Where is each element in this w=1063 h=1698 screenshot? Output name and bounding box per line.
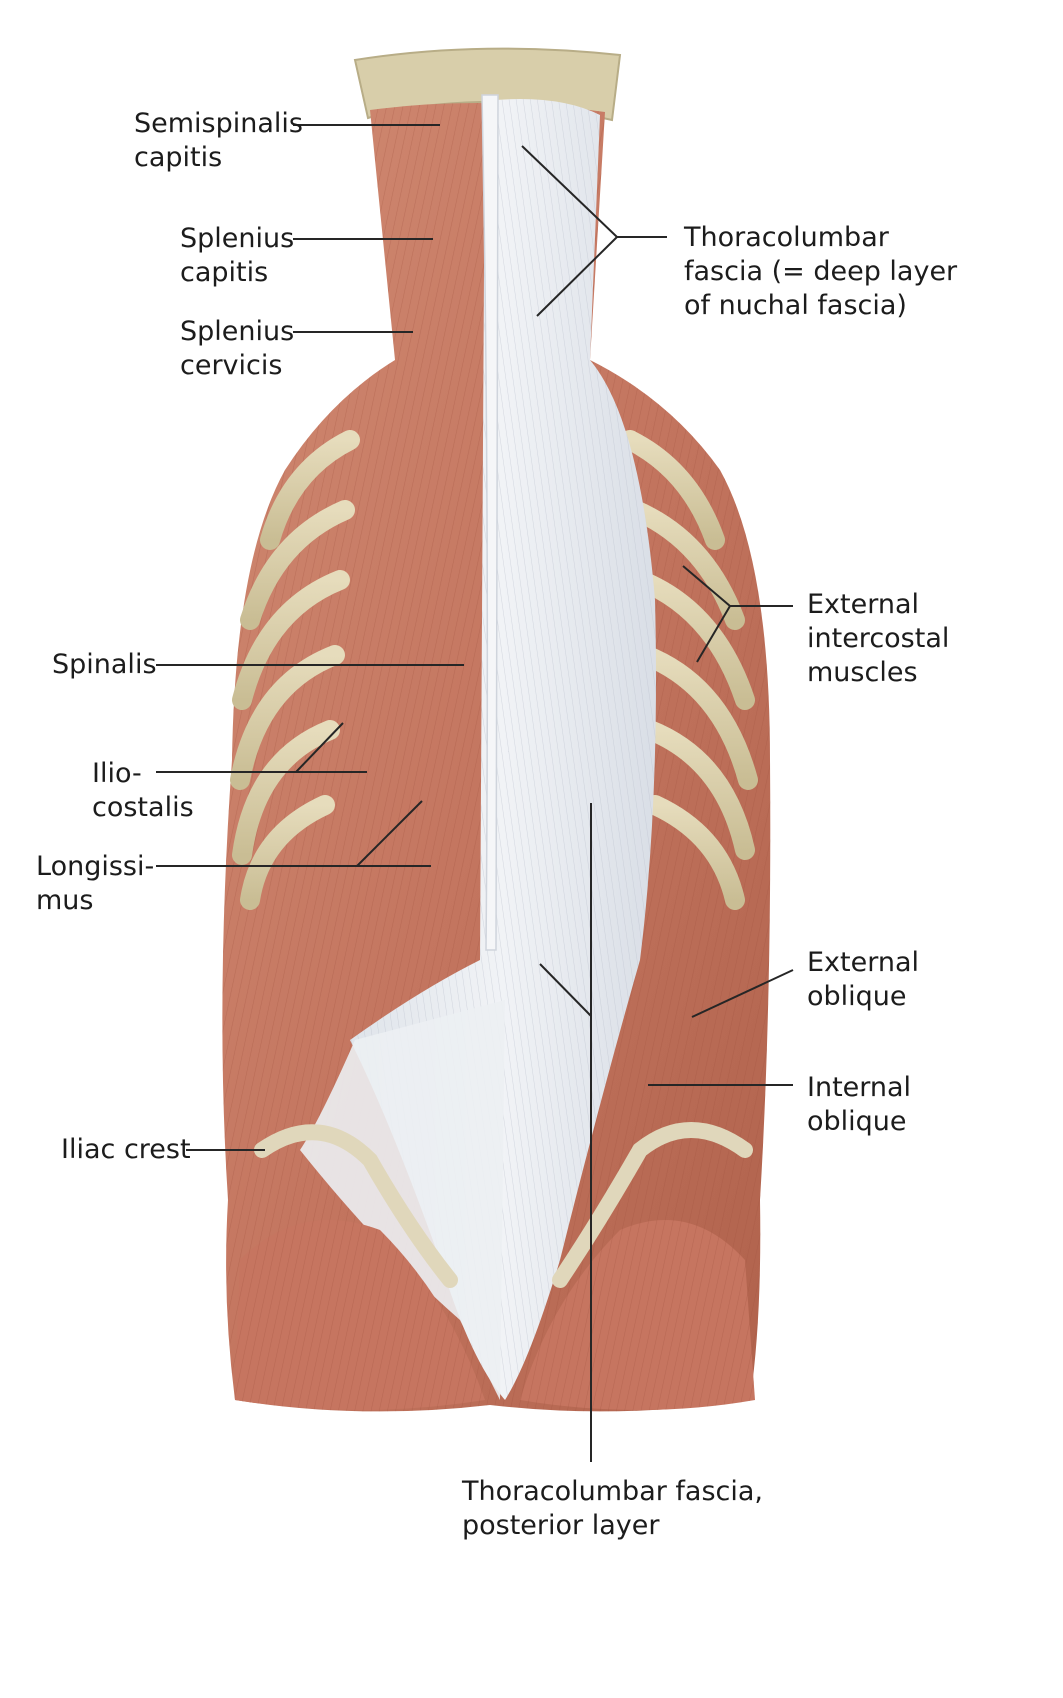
- leader-thoracolumbar-nuchal-2: [536, 236, 618, 317]
- label-splenius-capitis: Splenius capitis: [180, 223, 295, 288]
- leader-external-oblique: [691, 969, 794, 1018]
- label-semispinalis-capitis: Semispinalis capitis: [134, 108, 303, 173]
- label-iliocostalis: Ilio- costalis: [92, 758, 194, 823]
- leader-lines: [156, 124, 794, 1462]
- leader-thoracolumbar-posterior-2: [539, 963, 592, 1017]
- thoracolumbar-fascia-sheet: [300, 99, 656, 1400]
- label-thoracolumbar-fascia-nuchal: Thoracolumbar fascia (= deep layer of nu…: [684, 222, 958, 321]
- label-longissimus: Longissi- mus: [36, 851, 155, 916]
- label-splenius-cervicis: Splenius cervicis: [180, 316, 295, 381]
- spinous-ligament: [481, 94, 499, 951]
- label-spinalis: Spinalis: [52, 649, 157, 680]
- label-thoracolumbar-fascia-posterior: Thoracolumbar fascia, posterior layer: [462, 1476, 764, 1541]
- leader-longissimus-2: [356, 800, 423, 867]
- label-external-intercostal: External intercostal muscles: [807, 589, 950, 688]
- label-external-oblique: External oblique: [807, 947, 920, 1012]
- gluteal-muscles: [235, 1220, 755, 1410]
- ribs: [230, 430, 758, 910]
- label-internal-oblique: Internal oblique: [807, 1072, 912, 1137]
- label-iliac-crest: Iliac crest: [61, 1134, 191, 1165]
- iliac-crest-bone: [254, 1122, 753, 1288]
- leader-external-intercostal-2: [696, 605, 731, 663]
- leader-iliocostalis-2: [295, 722, 344, 773]
